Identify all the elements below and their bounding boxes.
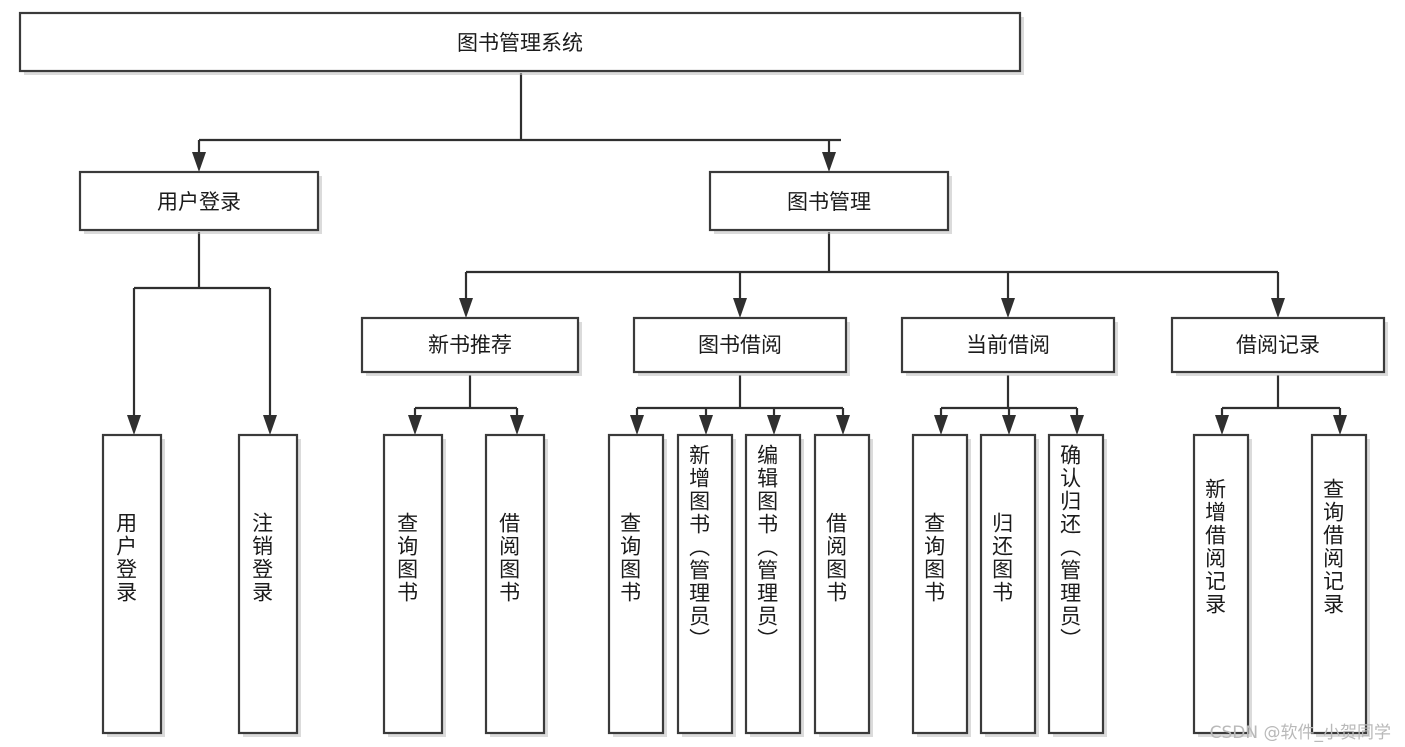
node-book-manage-label: 图书管理 (787, 190, 871, 214)
nodes-layer: 图书管理系统 用户登录 图书管理 新书推荐 图书借阅 当前借阅 借阅记录 (18, 11, 1388, 737)
node-leaf-recommend-2-box[interactable] (484, 433, 546, 735)
node-root-box[interactable] (18, 11, 1022, 73)
arrowhead-recommend-leaf-1 (408, 415, 422, 435)
arrowhead-records-leaf-2 (1333, 415, 1347, 435)
arrowhead-current-leaf-2 (1002, 415, 1016, 435)
arrowhead-current-borrow (1001, 298, 1015, 318)
node-current-borrow-label: 当前借阅 (966, 333, 1050, 357)
arrowhead-records-leaf-1 (1215, 415, 1229, 435)
arrowhead-borrow-leaf-1 (630, 415, 644, 435)
node-borrow-records-label: 借阅记录 (1236, 333, 1320, 357)
arrowhead-new-book-recommend (459, 298, 473, 318)
watermark-csdn: CSDN @软件_小贺同学 (1209, 723, 1391, 743)
arrowhead-user-leaf-1 (127, 415, 141, 435)
node-leaf-borrow-4-box[interactable] (813, 433, 871, 735)
arrowhead-borrow-leaf-2 (699, 415, 713, 435)
node-leaf-current-3-box[interactable] (1047, 433, 1105, 735)
node-book-borrow-label: 图书借阅 (698, 333, 782, 357)
arrowhead-borrow-leaf-3 (767, 415, 781, 435)
node-leaf-user-login-1-box[interactable] (101, 433, 163, 735)
node-leaf-borrow-2-box[interactable] (676, 433, 734, 735)
node-new-book-recommend-label: 新书推荐 (428, 333, 512, 357)
arrowhead-borrow-records (1271, 298, 1285, 318)
arrowhead-recommend-leaf-2 (510, 415, 524, 435)
arrowhead-book-manage (822, 152, 836, 172)
arrowhead-user-leaf-2 (263, 415, 277, 435)
node-user-login-label: 用户登录 (157, 190, 241, 214)
node-borrow-records-box[interactable] (1170, 316, 1386, 374)
node-leaf-current-2-box[interactable] (979, 433, 1037, 735)
node-leaf-borrow-3-box[interactable] (744, 433, 802, 735)
node-leaf-current-1-box[interactable] (911, 433, 969, 735)
node-book-manage-box[interactable] (708, 170, 950, 232)
arrowhead-current-leaf-1 (934, 415, 948, 435)
node-leaf-records-2-box[interactable] (1310, 433, 1368, 735)
node-new-book-recommend-box[interactable] (360, 316, 580, 374)
node-current-borrow-box[interactable] (900, 316, 1116, 374)
node-user-login-box[interactable] (78, 170, 320, 232)
arrowhead-borrow-leaf-4 (836, 415, 850, 435)
arrowhead-book-borrow (733, 298, 747, 318)
node-leaf-records-1-box[interactable] (1192, 433, 1250, 735)
node-book-borrow-box[interactable] (632, 316, 848, 374)
node-leaf-user-login-2-box[interactable] (237, 433, 299, 735)
arrowhead-user-login (192, 152, 206, 172)
arrowhead-current-leaf-3 (1070, 415, 1084, 435)
node-leaf-borrow-1-box[interactable] (607, 433, 665, 735)
node-root-label: 图书管理系统 (457, 31, 583, 55)
edges-layer (127, 73, 1347, 435)
node-leaf-recommend-1-box[interactable] (382, 433, 444, 735)
